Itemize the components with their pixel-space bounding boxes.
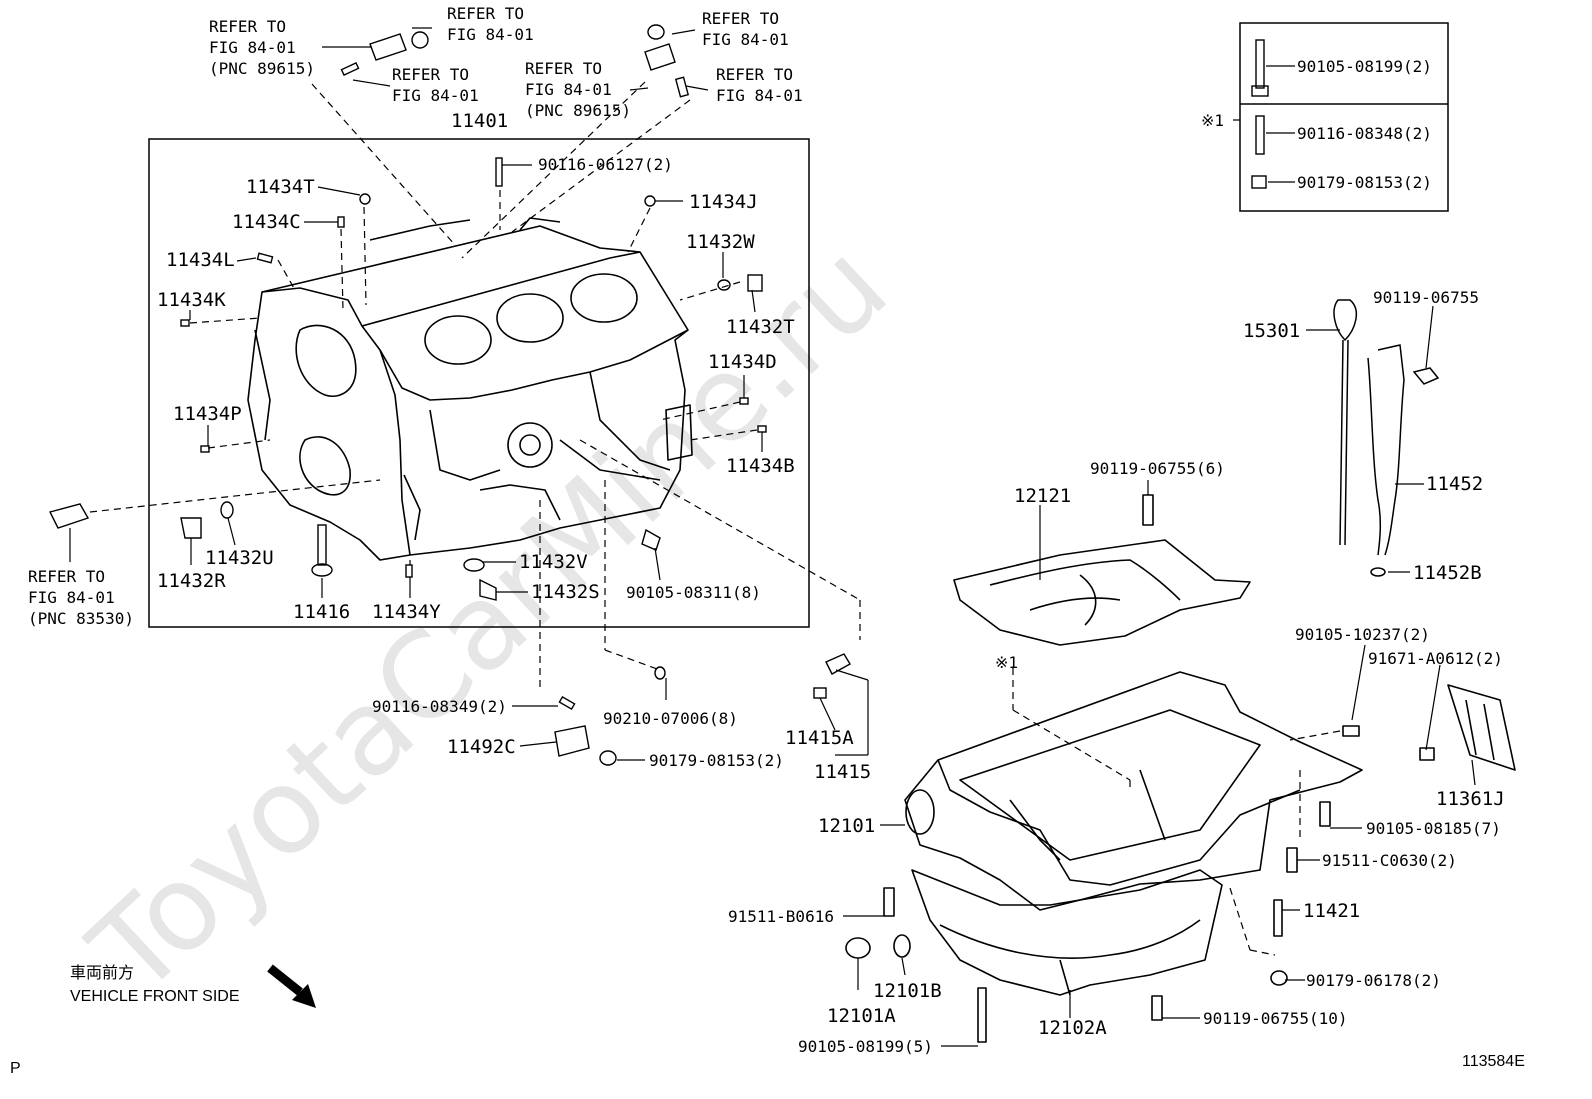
part-label: 91511-C0630(2)	[1322, 851, 1457, 870]
part-label: 90119-06755(10)	[1203, 1009, 1348, 1028]
ref-label: REFER TO	[28, 567, 105, 586]
part-label: 90105-08199(2)	[1297, 57, 1432, 76]
ref-label: FIG 84-01	[28, 588, 115, 607]
part-label: 11434Y	[372, 601, 441, 623]
part-label: 11432W	[686, 231, 755, 253]
part-label: 11434K	[157, 289, 226, 311]
ref-label: (PNC 83530)	[28, 609, 134, 628]
part-label: 11452B	[1413, 562, 1482, 584]
part-label: 91671-A0612(2)	[1368, 649, 1503, 668]
part-label: 90105-08311(8)	[626, 583, 761, 602]
part-label: 11434J	[689, 191, 758, 213]
part-label: 11434P	[173, 403, 242, 425]
cylinder-block-frame	[148, 138, 810, 628]
block-small-parts	[48, 24, 851, 766]
ref-label: FIG 84-01	[447, 25, 534, 44]
page-marker: P	[10, 1060, 21, 1077]
ref-label: FIG 84-01	[702, 30, 789, 49]
ref-label: REFER TO	[209, 17, 286, 36]
part-label: 11416	[293, 601, 350, 623]
ref-label: FIG 84-01	[525, 80, 612, 99]
reference-labels: REFER TO FIG 84-01 (PNC 89615) REFER TO …	[28, 4, 803, 628]
solid-leader-lines	[69, 27, 1476, 1047]
part-label: 90179-08153(2)	[649, 751, 784, 770]
part-label: 11432S	[531, 581, 600, 603]
part-label: 12101	[818, 815, 875, 837]
part-label: 90119-06755(6)	[1090, 459, 1225, 478]
ref-label: REFER TO	[447, 4, 524, 23]
part-label: 90105-10237(2)	[1295, 625, 1430, 644]
ref-label: REFER TO	[392, 65, 469, 84]
ref-label: FIG 84-01	[716, 86, 803, 105]
part-label: 90210-07006(8)	[603, 709, 738, 728]
ref-label: REFER TO	[525, 59, 602, 78]
part-label: 90105-08199(5)	[798, 1037, 933, 1056]
ref-label: (PNC 89615)	[209, 59, 315, 78]
part-label: 11361J	[1436, 788, 1505, 810]
part-label: 11421	[1303, 900, 1360, 922]
part-label: 12102A	[1038, 1017, 1107, 1039]
part-number-labels: 11401 90116-06127(2) 11434T 11434J 11434…	[157, 57, 1505, 1056]
ref-label: FIG 84-01	[209, 38, 296, 57]
part-label: 11492C	[447, 736, 516, 758]
part-label: 11415	[814, 761, 871, 783]
part-label: 11434T	[246, 176, 315, 198]
note-mark: ※1	[1201, 111, 1224, 130]
part-label: 11432V	[519, 551, 588, 573]
part-label: 90119-06755	[1373, 288, 1479, 307]
vehicle-front-note: 車両前方 VEHICLE FRONT SIDE	[70, 964, 316, 1008]
part-label: 11434D	[708, 351, 777, 373]
note-mark: ※1	[995, 653, 1018, 672]
part-label: 11401	[451, 110, 508, 132]
part-label: 90116-08348(2)	[1297, 124, 1432, 143]
part-label: 11434C	[232, 211, 301, 233]
oil-gauge-illustration	[1333, 299, 1440, 577]
part-label: 12101B	[873, 980, 942, 1002]
ref-label: (PNC 89615)	[525, 101, 631, 120]
part-label: 91511-B0616	[728, 907, 834, 926]
part-label: 90105-08185(7)	[1366, 819, 1501, 838]
part-label: 11434L	[166, 249, 235, 271]
part-label: 11432R	[157, 570, 226, 592]
dashed-leader-lines	[89, 81, 1341, 956]
part-label: 90179-06178(2)	[1306, 971, 1441, 990]
part-label: 12121	[1014, 485, 1071, 507]
ref-label: REFER TO	[702, 9, 779, 28]
part-label: 90116-06127(2)	[538, 155, 673, 174]
part-label: 90116-08349(2)	[372, 697, 507, 716]
vehicle-front-label-jp: 車両前方	[70, 964, 134, 982]
figure-number: 113584E	[1462, 1053, 1525, 1070]
ref-label: FIG 84-01	[392, 86, 479, 105]
ref-label: REFER TO	[716, 65, 793, 84]
oil-pan-baffle-illustration	[953, 494, 1251, 646]
cylinder-block-illustration	[247, 217, 693, 561]
arrow-down-right-icon	[267, 964, 316, 1008]
part-label: 11415A	[785, 727, 854, 749]
part-label: 11432T	[726, 316, 795, 338]
part-label: 90179-08153(2)	[1297, 173, 1432, 192]
oil-pan-illustration	[845, 671, 1516, 1043]
part-label: 11432U	[205, 547, 274, 569]
part-label: 15301	[1243, 320, 1300, 342]
part-label: 11434B	[726, 455, 795, 477]
bolt-set-frame	[1239, 22, 1449, 212]
bolt-set-illustration	[1251, 39, 1269, 189]
part-label: 12101A	[827, 1005, 896, 1027]
vehicle-front-label-en: VEHICLE FRONT SIDE	[70, 988, 240, 1005]
part-label: 11452	[1426, 473, 1483, 495]
